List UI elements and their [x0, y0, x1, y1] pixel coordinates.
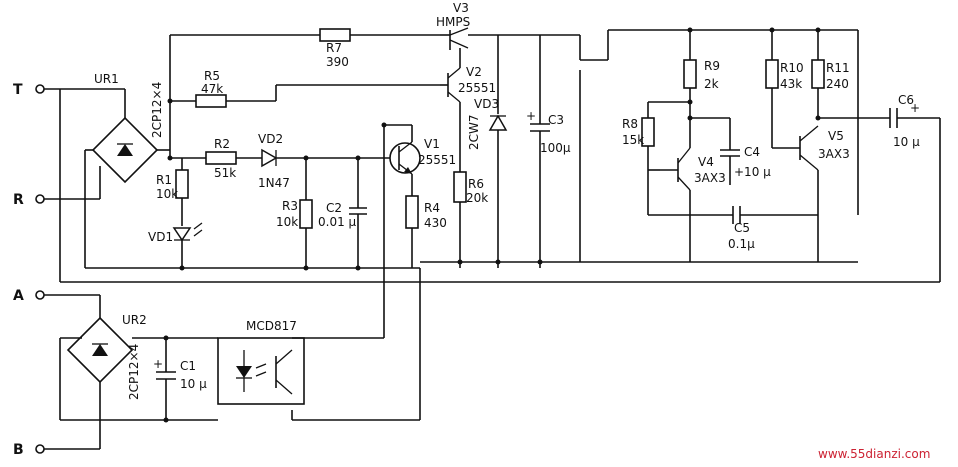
watermark: www.55dianzi.com [818, 447, 930, 461]
svg-text:+: + [526, 109, 536, 123]
svg-text:C6: C6 [898, 93, 914, 107]
svg-text:1N47: 1N47 [258, 176, 290, 190]
svg-text:C4: C4 [744, 145, 760, 159]
svg-text:3AX3: 3AX3 [694, 171, 726, 185]
svg-text:C5: C5 [734, 221, 750, 235]
resistor-r11: R11 240 [811, 30, 850, 118]
transistor-v3: V3 HMPS [436, 1, 580, 50]
capacitor-c6: C6 + 10 μ [889, 93, 941, 282]
svg-text:R3: R3 [282, 199, 298, 213]
resistor-r10: R10 43k [765, 30, 804, 148]
capacitor-c2: C2 0.01 μ [318, 158, 367, 268]
svg-text:VD3: VD3 [474, 97, 499, 111]
capacitor-c3: + C3 100μ [526, 35, 571, 268]
terminal-b: B [13, 442, 100, 458]
svg-text:0.1μ: 0.1μ [728, 237, 755, 251]
svg-text:2CP12×4: 2CP12×4 [127, 344, 141, 400]
capacitor-c5: C5 0.1μ [648, 206, 818, 251]
svg-text:10k: 10k [276, 215, 298, 229]
led-vd1: VD1 [148, 222, 203, 268]
svg-text:UR2: UR2 [122, 313, 147, 327]
svg-text:10 μ: 10 μ [893, 135, 920, 149]
svg-text:C1: C1 [180, 359, 196, 373]
svg-text:+: + [153, 357, 163, 371]
resistor-r9: R9 2k [683, 30, 720, 148]
svg-text:MCD817: MCD817 [246, 319, 297, 333]
terminal-a: A [13, 288, 100, 304]
zener-vd3: VD3 2CW7 [467, 35, 508, 268]
transistor-v2: V2 25551 [440, 48, 496, 172]
svg-text:43k: 43k [780, 77, 802, 91]
svg-text:R5: R5 [204, 69, 220, 83]
svg-text:15k: 15k [622, 133, 644, 147]
resistor-r8: R8 15k [622, 102, 655, 215]
svg-text:R2: R2 [214, 137, 230, 151]
svg-text:10 μ: 10 μ [180, 377, 207, 391]
svg-text:V2: V2 [466, 65, 482, 79]
resistor-r4: R4 430 [405, 195, 447, 268]
transistor-v5: V5 3AX3 [772, 125, 850, 262]
svg-text:UR1: UR1 [94, 72, 119, 86]
svg-text:390: 390 [326, 55, 349, 69]
svg-text:2k: 2k [704, 77, 719, 91]
svg-text:R: R [13, 192, 24, 208]
resistor-r2: R2 51k [205, 137, 262, 180]
svg-text:HMPS: HMPS [436, 15, 470, 29]
svg-text:2CW7: 2CW7 [467, 114, 481, 150]
svg-text:R4: R4 [424, 201, 440, 215]
svg-text:2CP12×4: 2CP12×4 [150, 82, 164, 138]
capacitor-c1: + C1 10 μ [153, 338, 207, 420]
bridge-rectifier-ur1: UR1 2CP12×4 [59, 72, 170, 282]
transistor-v4: V4 3AX3 [660, 147, 726, 262]
optocoupler-mcd817: MCD817 [217, 319, 305, 405]
svg-text:C3: C3 [548, 113, 564, 127]
svg-text:3AX3: 3AX3 [818, 147, 850, 161]
resistor-r5: R5 47k [170, 69, 276, 108]
transistor-v1: V1 25551 [389, 125, 456, 196]
svg-text:+: + [910, 101, 920, 115]
svg-text:V4: V4 [698, 155, 714, 169]
svg-text:V3: V3 [453, 1, 469, 15]
svg-text:VD1: VD1 [148, 230, 173, 244]
svg-text:T: T [13, 82, 23, 98]
svg-text:100μ: 100μ [540, 141, 571, 155]
svg-text:47k: 47k [201, 82, 223, 96]
resistor-r1: R1 10k [156, 158, 189, 226]
svg-text:R7: R7 [326, 41, 342, 55]
svg-text:R10: R10 [780, 61, 804, 75]
bridge-rectifier-ur2: UR2 2CP12×4 [59, 313, 218, 449]
resistor-r3: R3 10k [276, 158, 313, 268]
svg-text:430: 430 [424, 216, 447, 230]
svg-text:A: A [13, 288, 24, 304]
svg-text:25551: 25551 [418, 153, 456, 167]
svg-text:25551: 25551 [458, 81, 496, 95]
svg-text:VD2: VD2 [258, 132, 283, 146]
svg-text:C2: C2 [326, 201, 342, 215]
terminal-r: R [13, 192, 100, 208]
svg-text:R1: R1 [156, 173, 172, 187]
diode-vd2: VD2 1N47 [258, 132, 395, 190]
capacitor-c4: C4 +10 μ [690, 117, 771, 185]
svg-text:V5: V5 [828, 129, 844, 143]
svg-text:51k: 51k [214, 166, 236, 180]
svg-text:R8: R8 [622, 117, 638, 131]
svg-text:R9: R9 [704, 59, 720, 73]
resistor-r6: R6 20k [453, 171, 488, 268]
terminal-t: T [13, 82, 125, 98]
svg-text:10k: 10k [156, 187, 178, 201]
svg-text:240: 240 [826, 77, 849, 91]
svg-text:V1: V1 [424, 137, 440, 151]
svg-text:B: B [13, 442, 24, 458]
svg-text:20k: 20k [466, 191, 488, 205]
svg-text:R11: R11 [826, 61, 850, 75]
svg-text:0.01 μ: 0.01 μ [318, 215, 357, 229]
svg-text:R6: R6 [468, 177, 484, 191]
svg-text:+10 μ: +10 μ [734, 165, 771, 179]
resistor-r7: R7 390 [319, 28, 440, 69]
